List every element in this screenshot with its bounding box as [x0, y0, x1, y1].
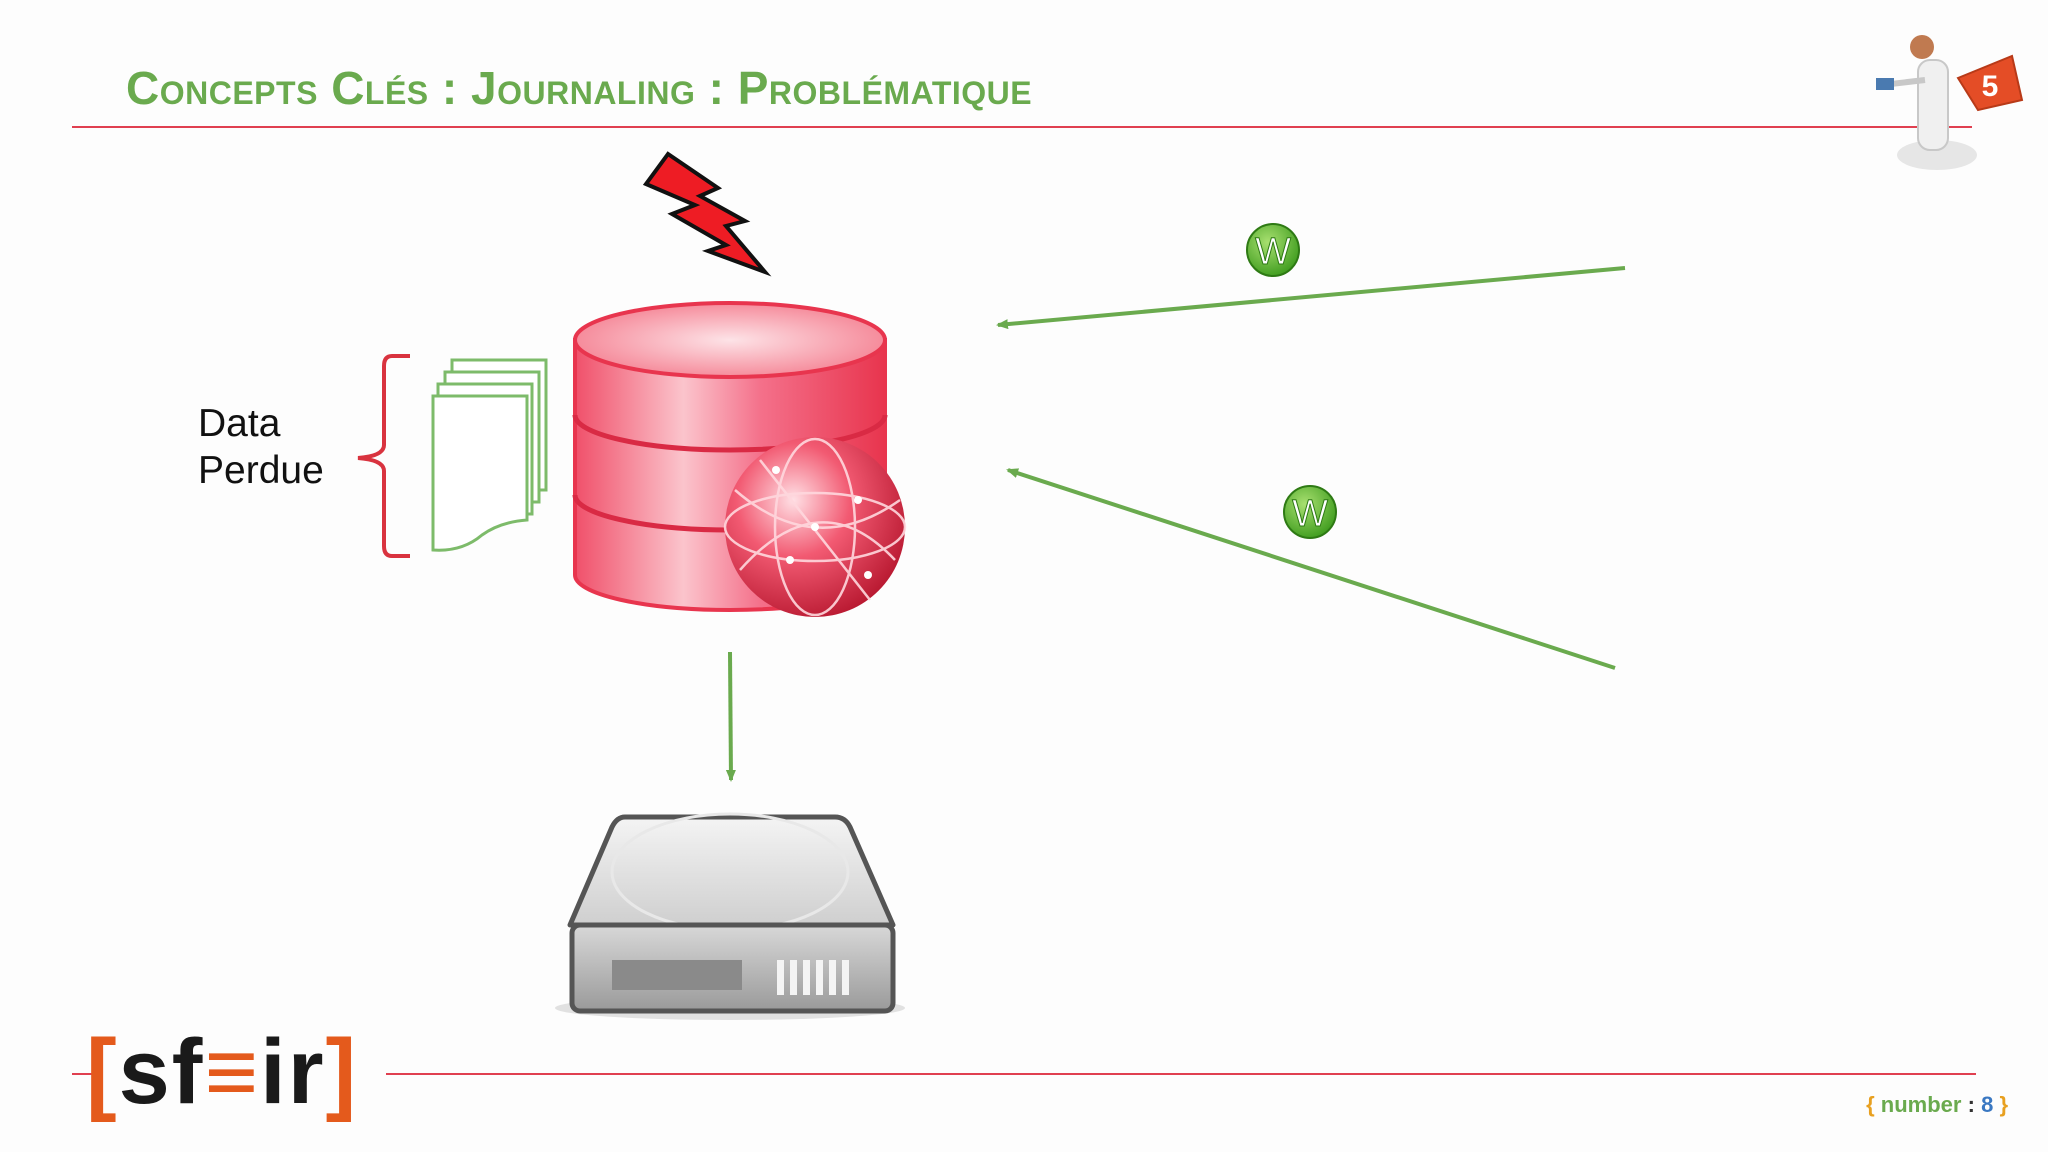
- database-globe-icon: [572, 301, 907, 617]
- write-badge-label-1: W: [1255, 231, 1291, 273]
- hard-drive-icon: [555, 812, 905, 1020]
- lightning-icon: [642, 151, 772, 277]
- page-number: { number : 8 }: [1866, 1092, 2008, 1118]
- sfeir-logo: [sf≡ir]: [86, 1026, 358, 1118]
- footer-rule-left: [72, 1073, 92, 1075]
- write-badge-icon: W: [1246, 223, 1300, 277]
- write-badge-label-2: W: [1292, 493, 1328, 535]
- svg-text:5: 5: [1982, 70, 1999, 103]
- logo-close-bracket: ]: [325, 1021, 359, 1123]
- logo-text-before: sf: [118, 1021, 205, 1123]
- flush-arrow: [725, 651, 736, 782]
- lost-data-label: Data Perdue: [198, 400, 324, 494]
- lost-data-brace: [357, 354, 410, 558]
- page-number-key: number: [1880, 1092, 1962, 1117]
- mascot-html5-icon: 5: [1876, 35, 2024, 170]
- page-number-close-brace: }: [1999, 1092, 2008, 1117]
- write-arrow-bottom: [1006, 468, 1616, 670]
- write-badge-icon: W: [1283, 485, 1337, 539]
- lost-data-label-line-1: Data: [198, 402, 281, 445]
- slide-title: Concepts Clés : Journaling : Problématiq…: [126, 62, 1033, 114]
- title-rule: [72, 126, 1972, 128]
- document-stack-icon: [431, 358, 548, 552]
- page-number-separator: :: [1967, 1092, 1975, 1117]
- footer-rule: [386, 1073, 1976, 1075]
- logo-text-after: ir: [260, 1021, 326, 1123]
- write-arrow-top: [996, 266, 1626, 330]
- page-number-open-brace: {: [1866, 1092, 1875, 1117]
- page-number-value: 8: [1981, 1092, 1994, 1117]
- logo-symbol: ≡: [204, 1021, 261, 1123]
- logo-open-bracket: [: [86, 1021, 119, 1123]
- lost-data-label-line-2: Perdue: [198, 449, 324, 492]
